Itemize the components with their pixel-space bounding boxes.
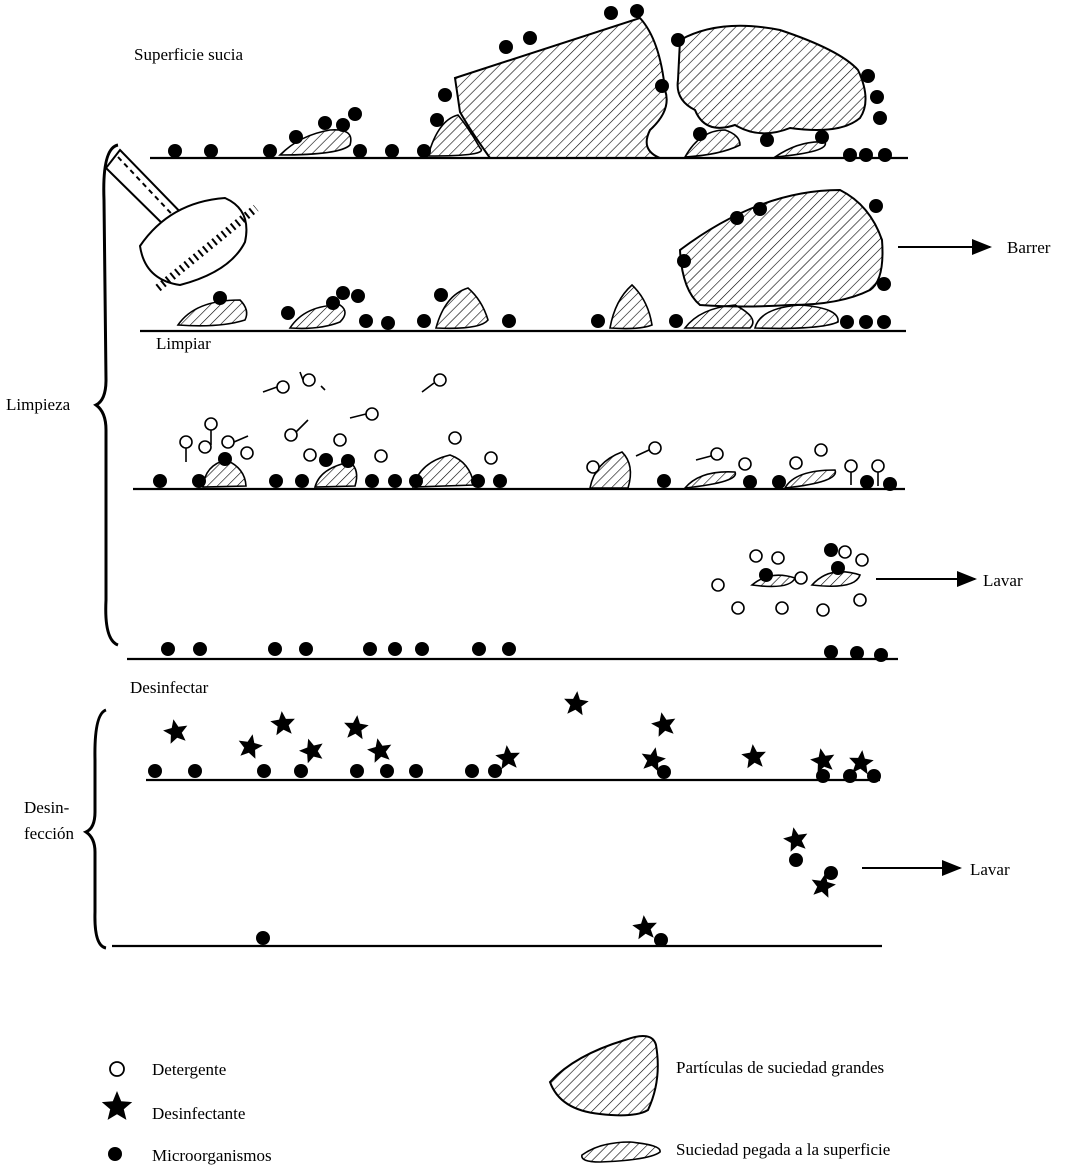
- microorganisms-stage-3: [153, 452, 897, 491]
- label-superficie-sucia: Superficie sucia: [134, 45, 243, 65]
- large-particle-2: [678, 26, 866, 134]
- label-barrer: Barrer: [1007, 238, 1050, 258]
- detergent-stage-3: [180, 374, 884, 473]
- star-icon: [367, 738, 391, 763]
- star-icon: [102, 1091, 132, 1120]
- small-deposit-4a: [752, 575, 795, 586]
- star-icon: [270, 711, 295, 735]
- star-icon: [632, 915, 657, 939]
- legend-detergente: Detergente: [152, 1060, 226, 1080]
- label-desinfeccion-1: Desin-: [24, 798, 69, 818]
- legend-desinfectante: Desinfectante: [152, 1104, 245, 1124]
- small-deposit-1d: [775, 142, 825, 157]
- small-deposit-3f: [785, 470, 835, 488]
- brace-limpieza: [96, 145, 118, 645]
- brace-desinfeccion: [86, 710, 106, 948]
- disinfectant-stage-5: [163, 691, 874, 774]
- small-deposit-2a: [178, 300, 247, 326]
- brush-icon: [106, 150, 256, 288]
- label-limpieza: Limpieza: [6, 395, 70, 415]
- label-lavar-2: Lavar: [970, 860, 1010, 880]
- open-circle-icon: [110, 1062, 124, 1076]
- small-hatched-deposit-icon: [582, 1142, 660, 1162]
- microorganisms-stage-6: [256, 853, 838, 947]
- filled-circle-icon: [108, 1147, 122, 1161]
- star-icon: [741, 744, 766, 768]
- small-deposit-2d: [610, 285, 652, 329]
- star-icon: [239, 734, 263, 759]
- legend-particulas-grandes: Partículas de suciedad grandes: [676, 1058, 884, 1078]
- star-icon: [651, 712, 675, 737]
- small-deposit-3e: [685, 472, 735, 488]
- disinfectant-stage-6: [632, 827, 836, 939]
- star-icon: [344, 715, 369, 739]
- legend-suciedad-pegada: Suciedad pegada a la superficie: [676, 1140, 890, 1160]
- small-deposit-2f: [755, 305, 838, 328]
- large-particle-1: [455, 18, 667, 158]
- large-hatched-particle-icon: [550, 1036, 658, 1115]
- small-deposit-2e: [685, 305, 753, 328]
- large-particle-3: [680, 190, 883, 307]
- legend-microorganismos: Microorganismos: [152, 1146, 272, 1166]
- label-limpiar: Limpiar: [156, 334, 211, 354]
- label-lavar-1: Lavar: [983, 571, 1023, 591]
- star-icon: [783, 827, 807, 852]
- star-icon: [299, 739, 323, 764]
- star-icon: [102, 1091, 132, 1120]
- label-desinfeccion-2: fección: [24, 824, 74, 844]
- label-desinfectar: Desinfectar: [130, 678, 208, 698]
- star-icon: [564, 691, 589, 715]
- star-icon: [163, 719, 187, 744]
